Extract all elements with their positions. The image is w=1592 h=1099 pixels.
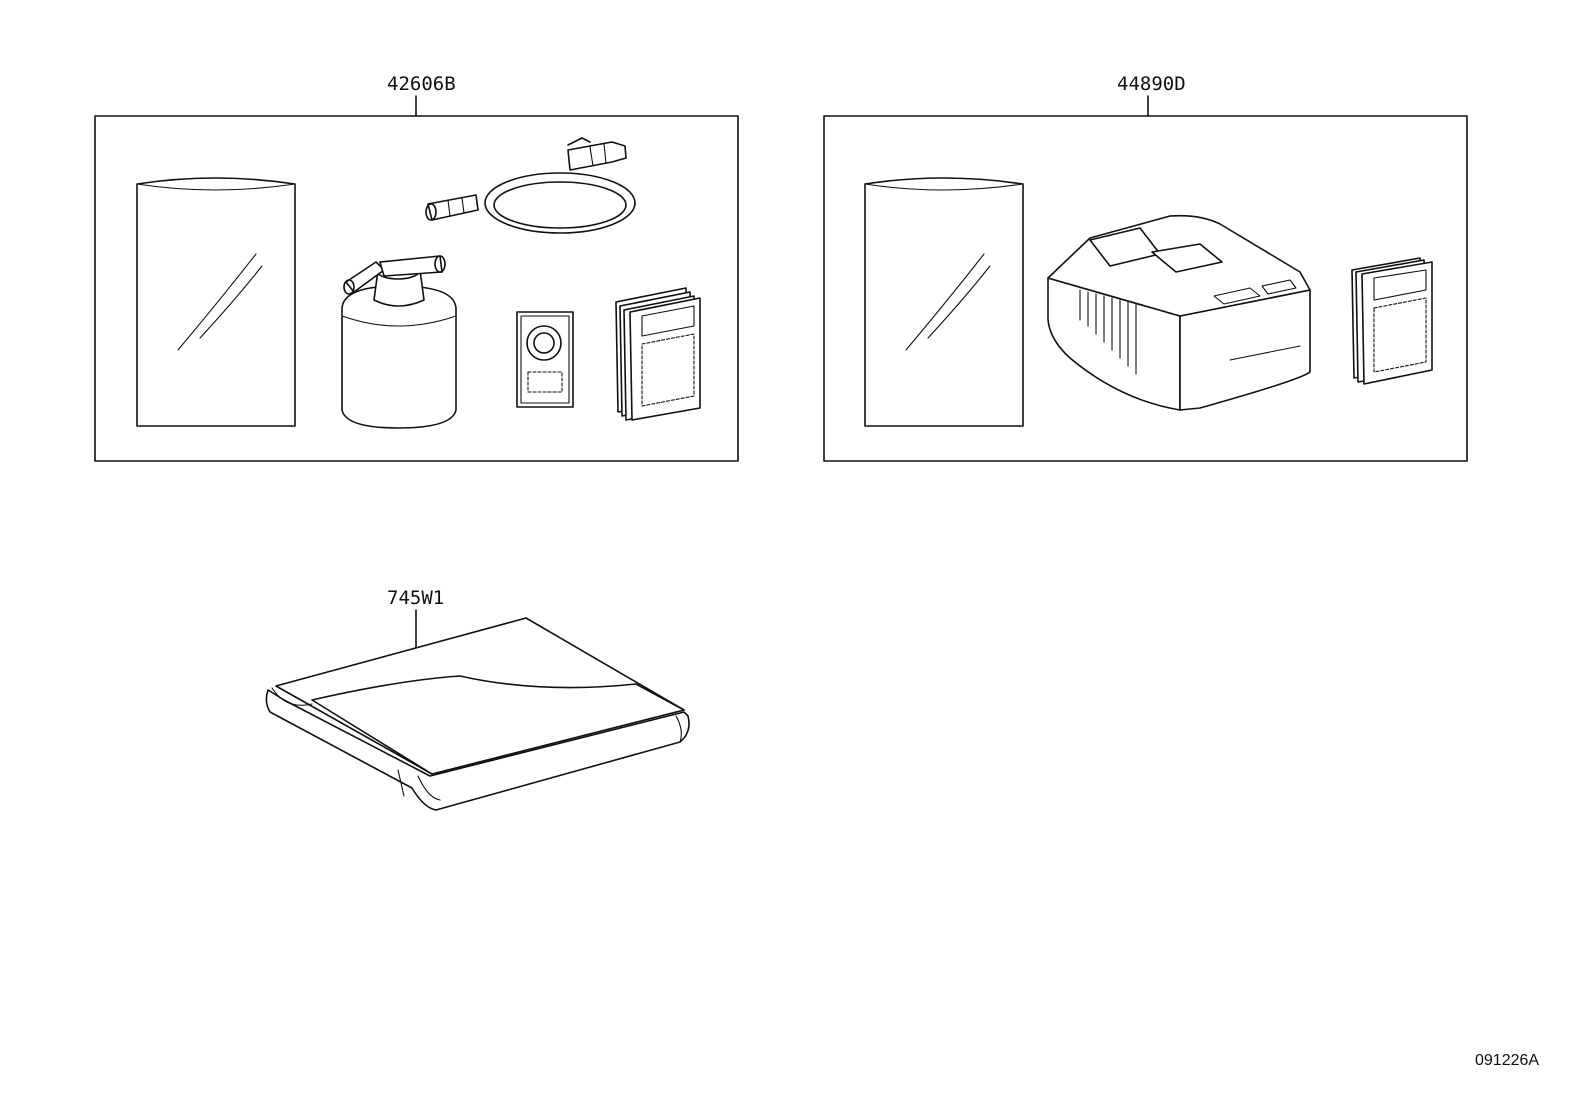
part-label-44890D: 44890D [1117,73,1186,95]
manual-booklet-icon [1351,257,1433,385]
sealant-bottle-icon [341,255,457,429]
kit-44890D-group [823,95,1468,462]
storage-case-icon [265,617,690,811]
valve-card-icon [516,311,574,408]
hose-icon [425,137,636,234]
part-label-745W1: 745W1 [387,587,445,609]
bag-icon [136,177,296,427]
kit-box-44890D [823,115,1468,462]
compressor-icon [1047,214,1311,411]
kit-42606B-group [94,95,739,462]
part-label-42606B: 42606B [387,73,456,95]
kit-box-42606B [94,115,739,462]
manual-booklet-icon [615,287,701,421]
bag-icon [864,177,1024,427]
illustration-code: 091226A [1475,1052,1540,1069]
case-745W1-group [265,609,690,811]
vent-slots [1079,289,1137,375]
